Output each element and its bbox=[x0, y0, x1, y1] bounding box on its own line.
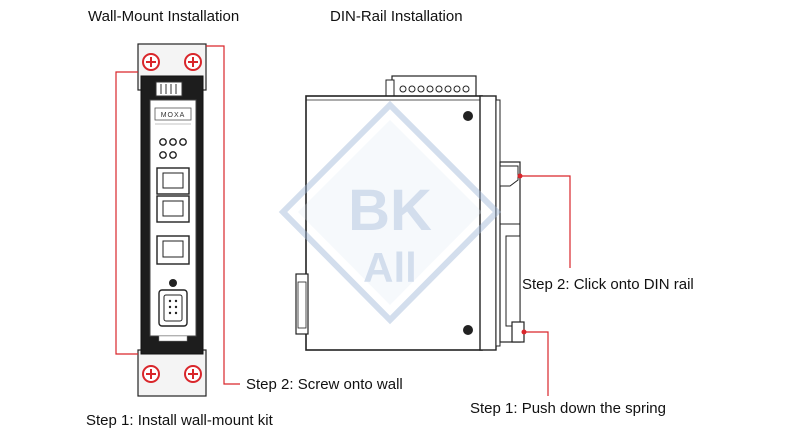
watermark-logo: BK All bbox=[278, 100, 502, 325]
din-rail-device bbox=[295, 75, 571, 396]
brand-logo: MOXA bbox=[161, 112, 186, 119]
din-step-1-label: Step 1: Push down the spring bbox=[470, 400, 666, 417]
serial-port bbox=[158, 289, 188, 327]
brand-plate bbox=[154, 107, 192, 121]
din-step-2-label: Step 2: Click onto DIN rail bbox=[522, 276, 694, 293]
screw-icon bbox=[184, 365, 202, 383]
din-rail-title: DIN-Rail Installation bbox=[330, 8, 463, 25]
watermark-text-primary: BK bbox=[348, 178, 432, 243]
screw-icon bbox=[142, 365, 160, 383]
ethernet-ports bbox=[156, 167, 190, 265]
wall-step-1-label: Step 1: Install wall-mount kit bbox=[86, 412, 273, 429]
din-callouts bbox=[520, 175, 571, 396]
watermark-text-secondary: All bbox=[363, 244, 417, 291]
din-device-body bbox=[305, 95, 483, 351]
wall-step-2-label: Step 2: Screw onto wall bbox=[246, 376, 403, 393]
screw-icon bbox=[184, 53, 202, 71]
wall-callouts bbox=[115, 45, 240, 385]
screw-icon bbox=[142, 53, 160, 71]
status-leds bbox=[159, 138, 187, 159]
wall-screws bbox=[142, 53, 202, 383]
wall-mount-device: MOXA bbox=[115, 43, 240, 397]
wall-mount-title: Wall-Mount Installation bbox=[88, 8, 240, 25]
